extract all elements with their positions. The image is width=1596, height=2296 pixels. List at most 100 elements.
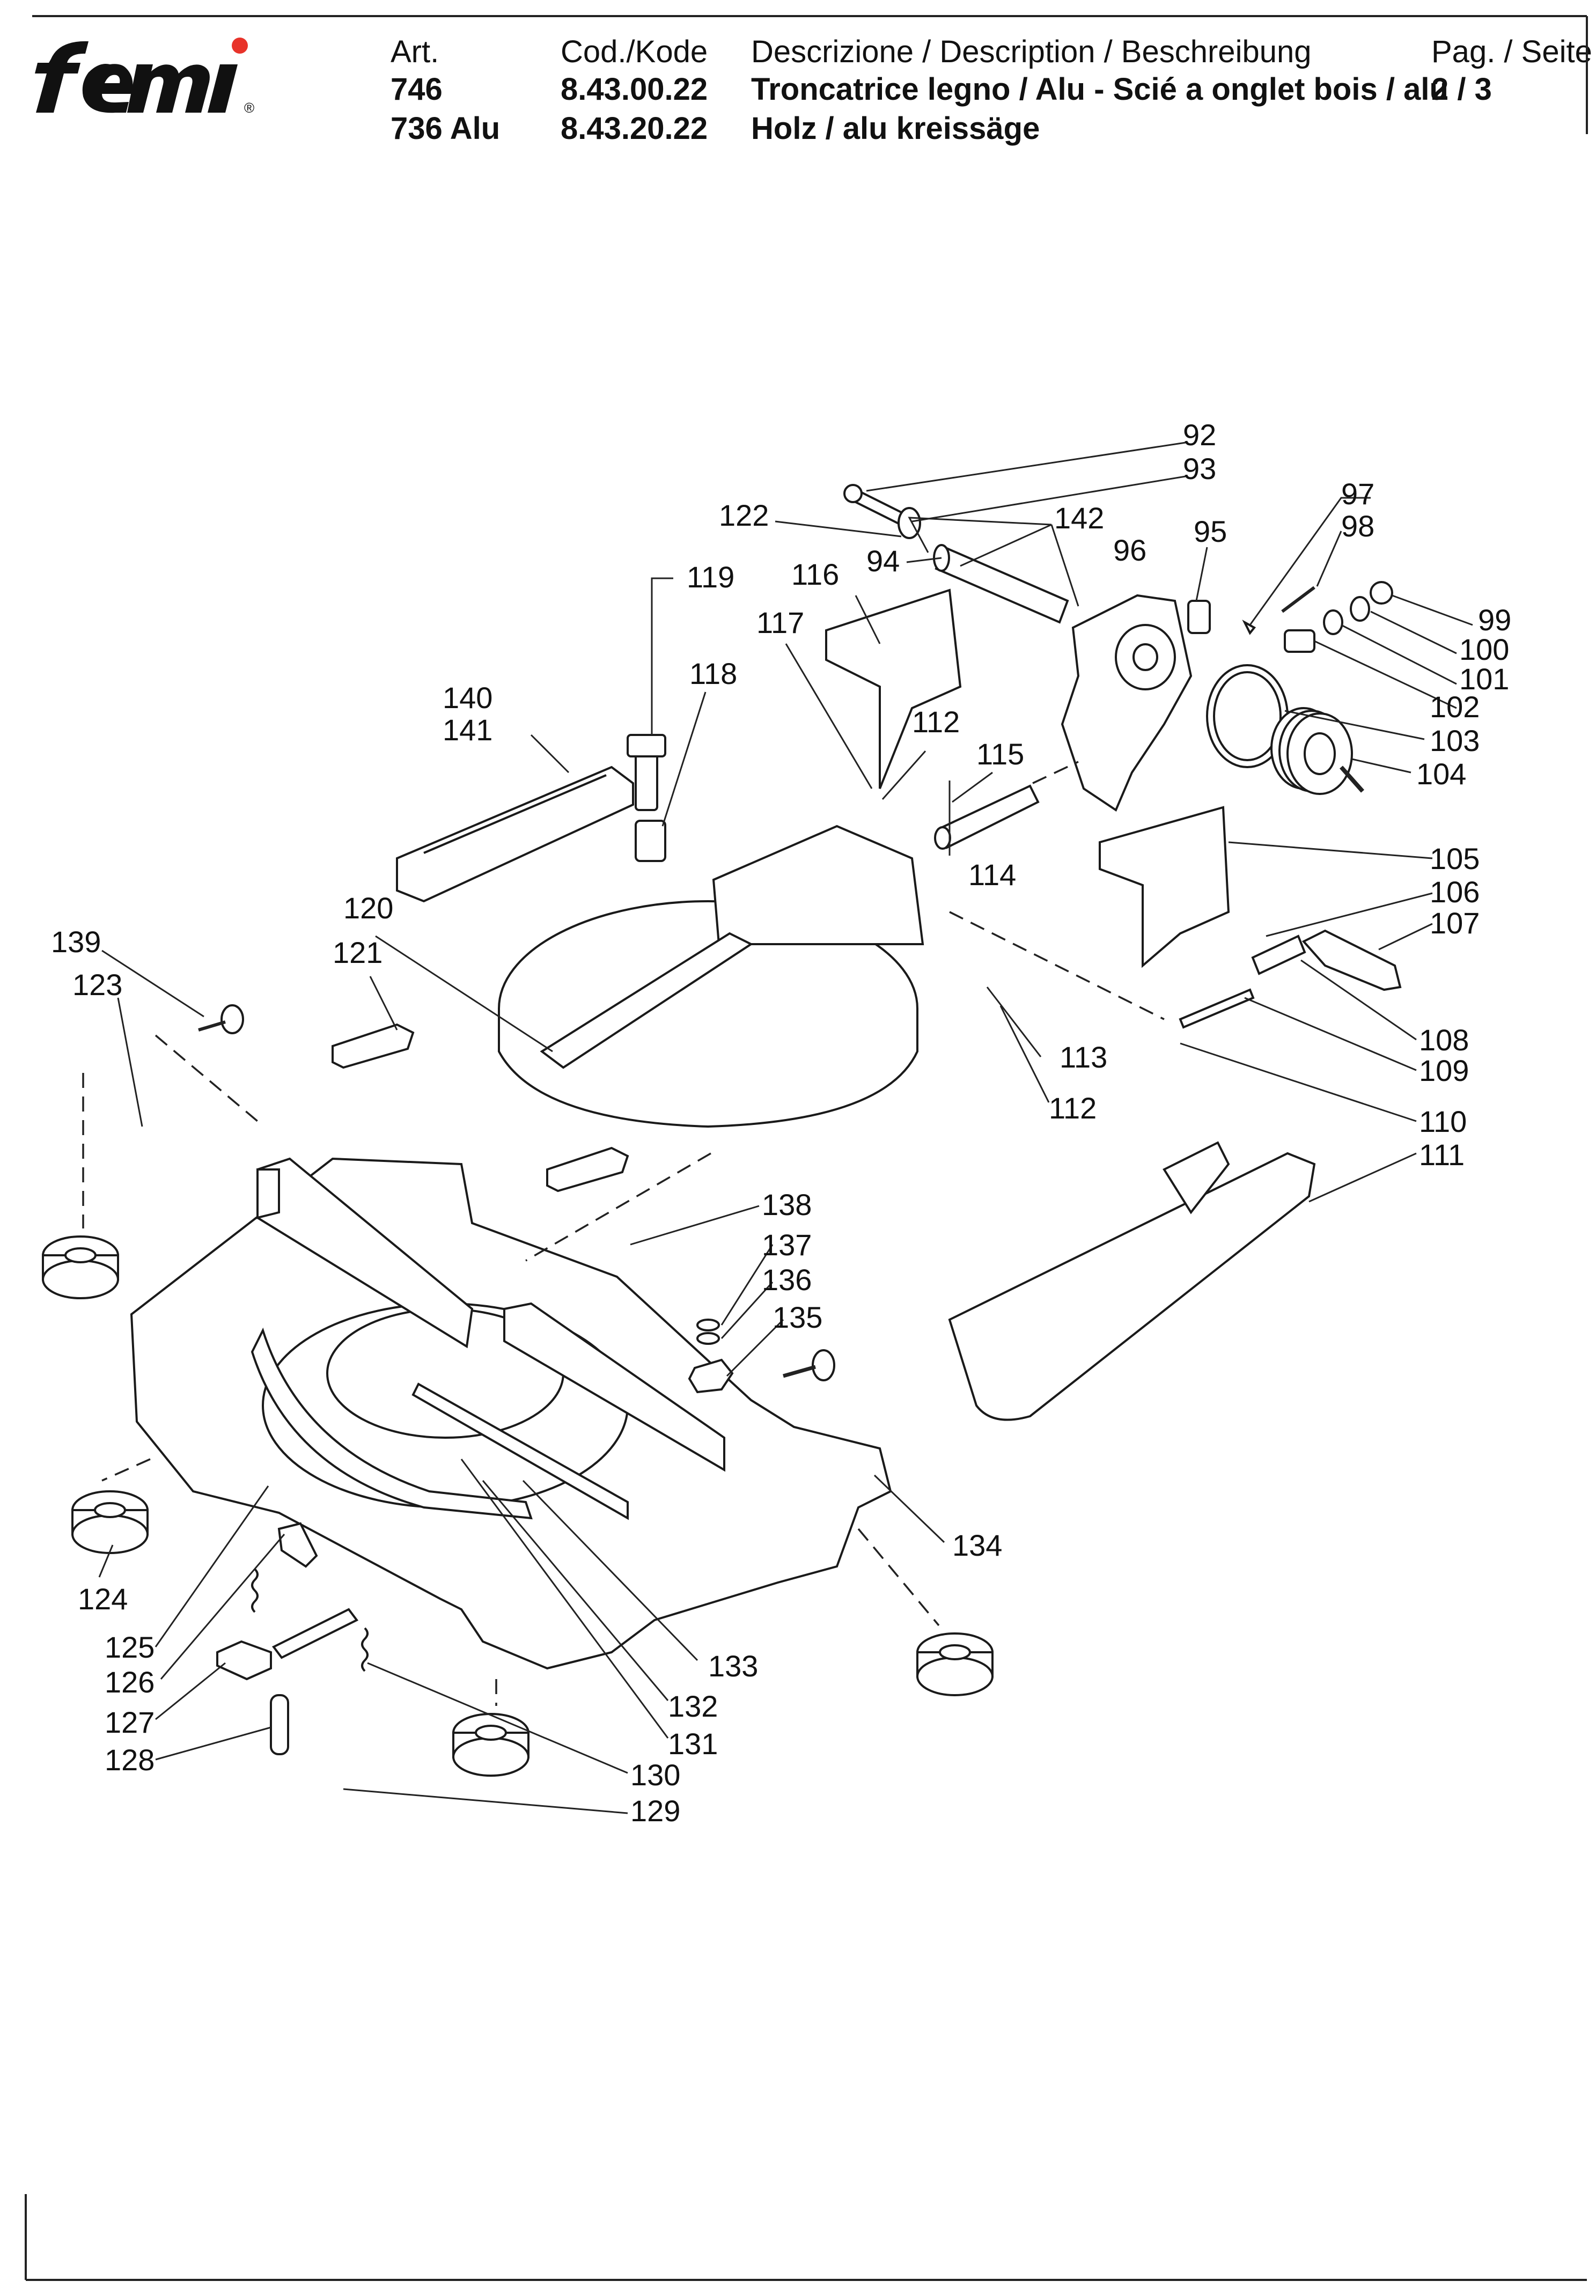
callout-97: 97 bbox=[1341, 477, 1374, 511]
callout-128: 128 bbox=[105, 1743, 155, 1777]
guard-plate-116 bbox=[825, 588, 962, 789]
pin-128 bbox=[270, 1694, 289, 1755]
bolt-139 bbox=[220, 1004, 244, 1034]
callout-127: 127 bbox=[105, 1705, 155, 1739]
page-value: 2 / 3 bbox=[1431, 72, 1492, 107]
callout-104: 104 bbox=[1416, 757, 1466, 791]
bushing-118 bbox=[635, 820, 666, 862]
callout-120: 120 bbox=[343, 891, 393, 925]
callout-140: 140 bbox=[443, 681, 492, 715]
description-label: Descrizione / Description / Beschreibung bbox=[751, 34, 1312, 69]
callout-138: 138 bbox=[762, 1188, 812, 1221]
code-label: Cod./Kode bbox=[561, 34, 708, 69]
dust-tray-111 bbox=[948, 1152, 1316, 1421]
callout-110: 110 bbox=[1419, 1105, 1467, 1138]
callout-122: 122 bbox=[719, 498, 769, 532]
callout-94: 94 bbox=[866, 544, 900, 578]
page-frame bbox=[25, 15, 1588, 2281]
logo-dot-icon bbox=[232, 38, 248, 54]
art-value-1: 746 bbox=[391, 72, 443, 107]
nut-99 bbox=[1370, 581, 1393, 605]
rubber-feet bbox=[42, 1235, 994, 1777]
callout-141: 141 bbox=[443, 713, 492, 747]
callout-134: 134 bbox=[952, 1528, 1002, 1562]
arm-housing-96 bbox=[1061, 594, 1193, 812]
art-label: Art. bbox=[391, 34, 439, 69]
callout-137: 137 bbox=[762, 1228, 812, 1262]
callout-142: 142 bbox=[1054, 501, 1104, 535]
lock-lever bbox=[277, 1522, 318, 1568]
callout-115: 115 bbox=[976, 737, 1024, 771]
callout-106: 106 bbox=[1430, 875, 1480, 909]
table-insert bbox=[540, 932, 754, 1069]
callout-124: 124 bbox=[78, 1582, 128, 1616]
svg-text:®: ® bbox=[244, 100, 254, 116]
callout-123: 123 bbox=[72, 968, 122, 1002]
pedal-127 bbox=[216, 1640, 272, 1681]
handle-121 bbox=[332, 1023, 415, 1069]
callout-96: 96 bbox=[1113, 533, 1146, 567]
miter-scale bbox=[251, 1327, 533, 1520]
callout-112-top: 112 bbox=[912, 705, 960, 739]
callout-103: 103 bbox=[1430, 724, 1480, 757]
ruler-bar bbox=[411, 1382, 629, 1520]
callout-118: 118 bbox=[689, 657, 737, 690]
callout-136: 136 bbox=[762, 1263, 812, 1297]
callout-139: 139 bbox=[51, 925, 101, 959]
callout-95: 95 bbox=[1194, 514, 1227, 548]
code-value-1: 8.43.00.22 bbox=[561, 72, 708, 107]
callout-108: 108 bbox=[1419, 1023, 1469, 1057]
callout-99: 99 bbox=[1478, 603, 1511, 637]
callout-109: 109 bbox=[1419, 1054, 1469, 1087]
pin-95 bbox=[1187, 600, 1211, 634]
bolt-head bbox=[812, 1349, 835, 1381]
washer-122 bbox=[898, 507, 921, 539]
callout-98: 98 bbox=[1341, 509, 1374, 543]
guard-plate-105 bbox=[1099, 806, 1230, 968]
callout-114: 114 bbox=[968, 858, 1016, 892]
parts-art bbox=[42, 484, 1402, 1777]
callout-117: 117 bbox=[756, 606, 804, 639]
callout-93: 93 bbox=[1183, 452, 1216, 485]
handle-107 bbox=[1301, 929, 1402, 991]
callout-133: 133 bbox=[708, 1649, 758, 1683]
spring-130 bbox=[361, 1627, 369, 1672]
callout-111: 111 bbox=[1419, 1138, 1465, 1172]
fence-right bbox=[503, 1302, 725, 1472]
description-value-1: Troncatrice legno / Alu - Scié a onglet … bbox=[751, 72, 1448, 107]
callout-100: 100 bbox=[1459, 632, 1509, 666]
callout-labels: 92 93 122 142 94 96 95 97 98 99 100 101 … bbox=[51, 418, 1511, 1828]
callout-105: 105 bbox=[1430, 842, 1480, 875]
extension-plate bbox=[396, 766, 634, 903]
callout-125: 125 bbox=[105, 1630, 155, 1664]
callout-112-bottom: 112 bbox=[1049, 1091, 1097, 1125]
code-value-2: 8.43.20.22 bbox=[561, 111, 708, 146]
callout-119: 119 bbox=[687, 560, 734, 594]
rod-109 bbox=[1179, 988, 1255, 1029]
spring-104 bbox=[1270, 707, 1364, 795]
page-label: Pag. / Seite bbox=[1431, 34, 1592, 69]
nut-135 bbox=[688, 1358, 734, 1394]
callout-113: 113 bbox=[1060, 1040, 1107, 1074]
callout-126: 126 bbox=[105, 1665, 155, 1699]
callout-121: 121 bbox=[333, 936, 383, 969]
callout-101: 101 bbox=[1459, 662, 1509, 696]
callout-130: 130 bbox=[630, 1758, 680, 1792]
description-value-2: Holz / alu kreissäge bbox=[751, 111, 1040, 146]
callout-102: 102 bbox=[1430, 690, 1480, 724]
sleeve-108 bbox=[1251, 934, 1306, 975]
leader-lines bbox=[98, 441, 1473, 1814]
callout-107: 107 bbox=[1430, 906, 1480, 940]
shaft-94 bbox=[935, 546, 1069, 624]
assembly-lines bbox=[82, 761, 1165, 1706]
art-value-2: 736 Alu bbox=[391, 111, 501, 146]
femi-logo: ® bbox=[35, 38, 254, 116]
callout-131: 131 bbox=[668, 1727, 718, 1761]
callout-92: 92 bbox=[1183, 418, 1216, 452]
callout-116: 116 bbox=[791, 557, 839, 591]
callout-132: 132 bbox=[668, 1689, 718, 1723]
callout-135: 135 bbox=[773, 1300, 822, 1334]
pin-114 bbox=[937, 784, 1040, 849]
